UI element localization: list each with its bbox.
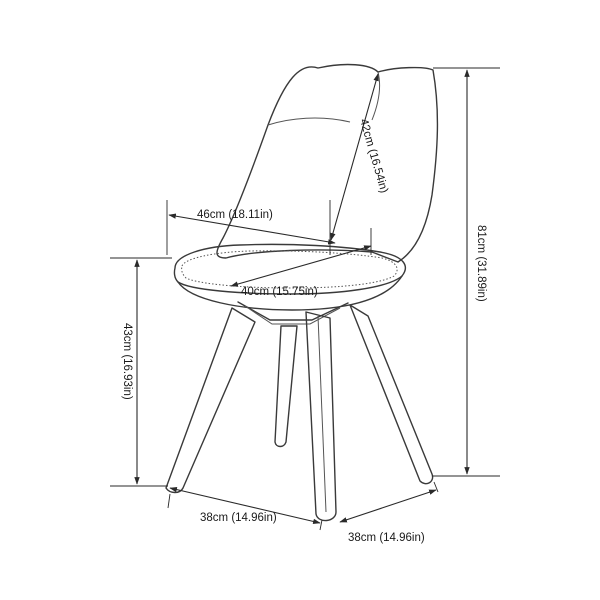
label-backrest-height: 42cm (16.54in) xyxy=(357,118,390,195)
chair-backrest xyxy=(216,63,439,263)
chair-backrest-top-crease xyxy=(371,71,381,121)
chair-seat-underside xyxy=(177,275,403,311)
chair-base-plate-edge xyxy=(244,305,341,325)
dim-backrest-height: 42cm (16.54in) xyxy=(330,73,390,241)
dim-seat-height: 43cm (16.93in) xyxy=(110,257,172,487)
label-base-front: 38cm (14.96in) xyxy=(200,512,277,524)
label-seat-width: 46cm (18.11in) xyxy=(197,209,273,221)
dim-base-side: 38cm (14.96in) xyxy=(339,481,439,544)
chair-leg-front-right-edge xyxy=(317,315,327,513)
dim-seat-width: 46cm (18.11in) xyxy=(166,200,336,255)
chair-base-plate xyxy=(237,301,349,321)
dim-seat-depth: 40cm (15.75in) xyxy=(230,228,372,298)
label-total-height: 81cm (31.89in) xyxy=(475,225,487,302)
chair-backrest-inner-edge xyxy=(267,117,351,126)
chair-leg-back-left xyxy=(274,325,298,448)
label-seat-height: 43cm (16.93in) xyxy=(121,323,133,400)
label-seat-depth: 40cm (15.75in) xyxy=(241,286,318,298)
chair-leg-front-left xyxy=(165,307,256,494)
chair-leg-back-right xyxy=(349,304,434,485)
chair-leg-front-right xyxy=(305,311,337,522)
dim-total-height: 81cm (31.89in) xyxy=(432,67,500,477)
label-base-side: 38cm (14.96in) xyxy=(348,532,425,544)
dim-base-front: 38cm (14.96in) xyxy=(167,486,323,531)
chair-illustration xyxy=(165,63,439,522)
